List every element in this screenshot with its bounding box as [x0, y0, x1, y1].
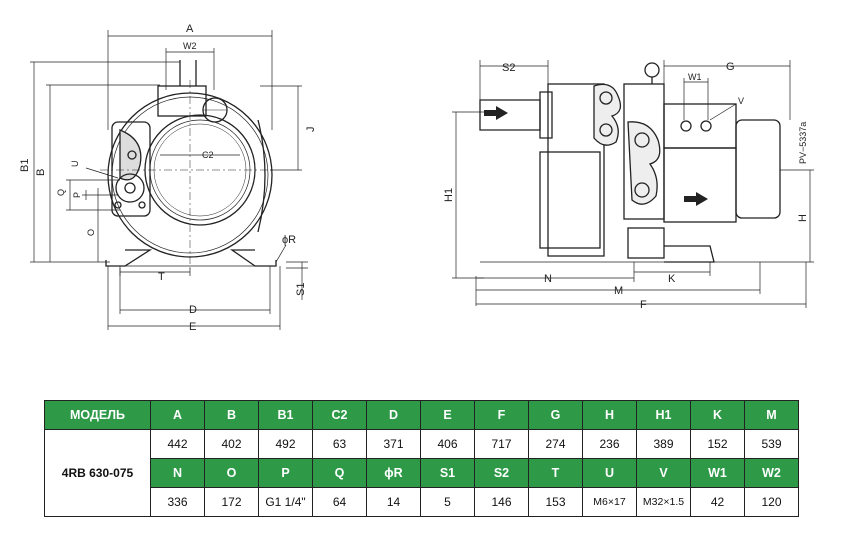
- value-cell: 5: [420, 487, 475, 517]
- header-cell: C2: [312, 400, 367, 430]
- header-cell: M: [744, 400, 799, 430]
- label-U: U: [70, 161, 80, 168]
- header-cell: W2: [744, 458, 799, 488]
- value-cell: G1 1/4": [258, 487, 313, 517]
- label-C2: C2: [202, 150, 214, 160]
- model-header: МОДЕЛЬ: [44, 400, 151, 430]
- value-cell: 402: [204, 429, 259, 459]
- header-cell: G: [528, 400, 583, 430]
- outlet-arrow-icon: [684, 192, 708, 206]
- label-W1: W1: [688, 72, 702, 82]
- value-cell: 146: [474, 487, 529, 517]
- drawing-code: PV−5337a: [798, 122, 808, 164]
- label-S2: S2: [502, 62, 515, 74]
- header-cell: ϕR: [366, 458, 421, 488]
- value-cell: 389: [636, 429, 691, 459]
- label-N: N: [544, 273, 552, 285]
- side-view-dimensions: [452, 60, 814, 308]
- inlet-arrow-icon: [484, 106, 508, 120]
- value-cell: 64: [312, 487, 367, 517]
- value-cell: 274: [528, 429, 583, 459]
- value-cell: 492: [258, 429, 313, 459]
- label-Q: Q: [56, 189, 66, 196]
- value-cell: 172: [204, 487, 259, 517]
- label-P: P: [72, 192, 82, 198]
- label-E: E: [189, 321, 196, 333]
- value-cell: 120: [744, 487, 799, 517]
- label-O: O: [86, 229, 96, 236]
- front-view-dimensions: [30, 30, 308, 330]
- table-row: 4RB 630-075 442 402 492 63 371 406 717 2…: [44, 429, 799, 517]
- value-cell: 371: [366, 429, 421, 459]
- side-view-labels: S2 G W1 V H1 H N K M F PV−5337a: [443, 61, 809, 311]
- label-M: M: [614, 285, 623, 297]
- header-cell: V: [636, 458, 691, 488]
- label-phiR: ϕR: [282, 234, 296, 246]
- header-cell: O: [204, 458, 259, 488]
- header-cell: S2: [474, 458, 529, 488]
- header-cell: F: [474, 400, 529, 430]
- label-G: G: [726, 61, 735, 73]
- value-cell: M32×1.5: [636, 487, 691, 517]
- value-cell: 152: [690, 429, 745, 459]
- label-T: T: [158, 271, 165, 283]
- label-S1: S1: [295, 283, 307, 296]
- header-cell: S1: [420, 458, 475, 488]
- technical-drawing: A W2 B1 B U Q P O C2 J ϕR S1 T D E: [19, 23, 814, 333]
- value-cell: 406: [420, 429, 475, 459]
- label-K: K: [668, 273, 676, 285]
- table-header-row-1: МОДЕЛЬ A B B1 C2 D E F G H H1 K M: [44, 400, 799, 430]
- value-cell: 539: [744, 429, 799, 459]
- value-cell: 42: [690, 487, 745, 517]
- header-cell: K: [690, 400, 745, 430]
- value-cell: 63: [312, 429, 367, 459]
- value-cell: M6×17: [582, 487, 637, 517]
- label-B: B: [35, 169, 47, 176]
- header-cell: B: [204, 400, 259, 430]
- label-H: H: [797, 214, 809, 222]
- header-cell: H: [582, 400, 637, 430]
- specification-table: МОДЕЛЬ A B B1 C2 D E F G H H1 K M 4RB 63…: [44, 400, 799, 517]
- value-cell: 153: [528, 487, 583, 517]
- table-row: 336 172 G1 1/4" 64 14 5 146 153 M6×17 M3…: [45, 487, 799, 517]
- header-cell: N: [150, 458, 205, 488]
- side-view: [479, 62, 781, 263]
- label-D: D: [189, 304, 197, 316]
- header-cell: D: [366, 400, 421, 430]
- label-A: A: [186, 23, 194, 35]
- header-cell: B1: [258, 400, 313, 430]
- value-cell: 442: [150, 429, 205, 459]
- value-cell: 14: [366, 487, 421, 517]
- header-cell: Q: [312, 458, 367, 488]
- flow-arrows: [484, 106, 708, 206]
- header-cell: U: [582, 458, 637, 488]
- value-cell: 717: [474, 429, 529, 459]
- front-view: [100, 60, 277, 270]
- header-cell: E: [420, 400, 475, 430]
- table-header-row-2: N O P Q ϕR S1 S2 T U V W1 W2: [45, 458, 799, 488]
- label-J: J: [305, 127, 317, 133]
- value-cell: 236: [582, 429, 637, 459]
- value-cell: 336: [150, 487, 205, 517]
- header-cell: A: [150, 400, 205, 430]
- header-cell: P: [258, 458, 313, 488]
- header-cell: H1: [636, 400, 691, 430]
- header-cell: T: [528, 458, 583, 488]
- label-F: F: [640, 299, 647, 311]
- front-view-labels: A W2 B1 B U Q P O C2 J ϕR S1 T D E: [19, 23, 317, 333]
- header-cell: W1: [690, 458, 745, 488]
- label-V: V: [738, 96, 744, 106]
- model-name: 4RB 630-075: [44, 429, 151, 517]
- label-H1: H1: [443, 188, 455, 202]
- label-B1: B1: [19, 159, 31, 172]
- label-W2: W2: [183, 41, 197, 51]
